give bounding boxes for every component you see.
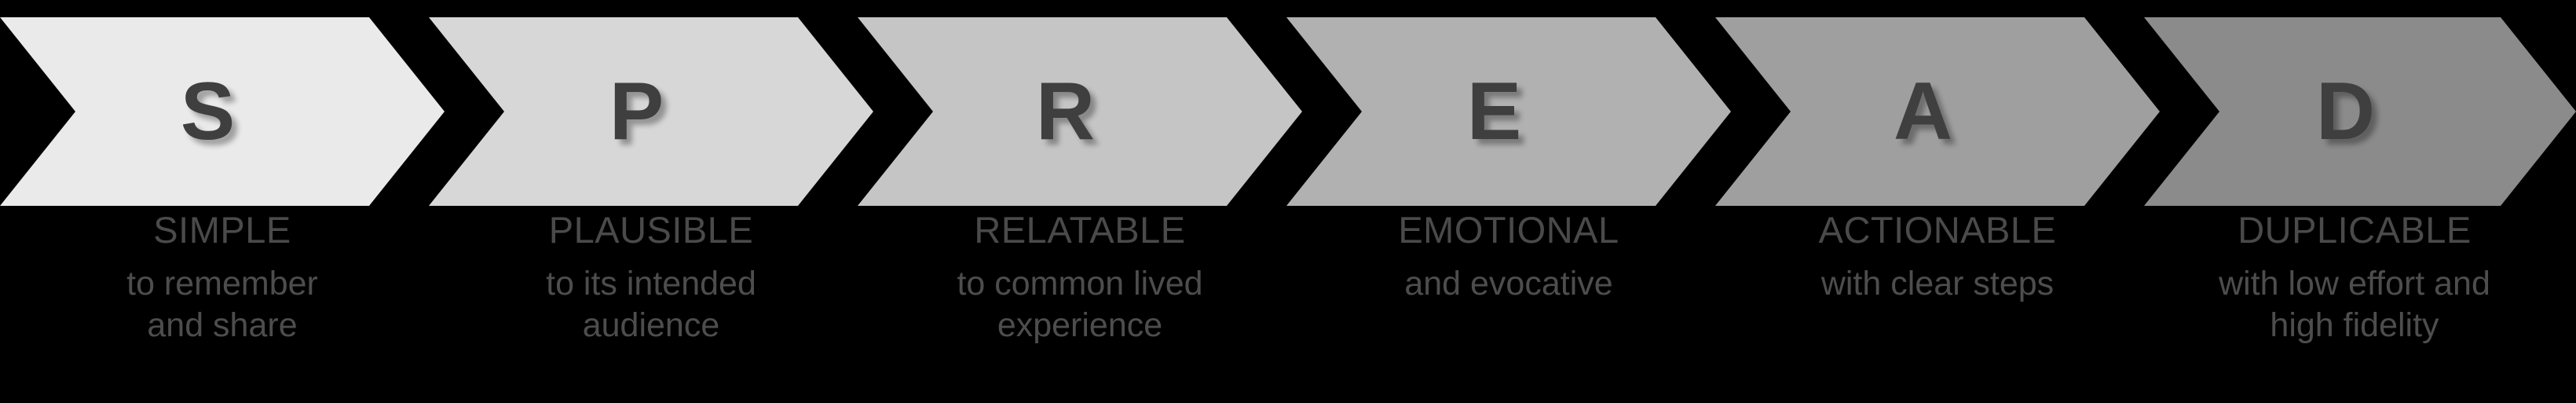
caption-block-relatable: RELATABLE to common lived experience [858,211,1302,346]
caption-title-emotional: EMOTIONAL [1398,209,1619,251]
caption-title-plausible: PLAUSIBLE [548,209,754,251]
caption-title-relatable: RELATABLE [974,209,1186,251]
caption-sub-line: high fidelity [2270,306,2439,344]
caption-sub-emotional: and evocative [1286,263,1731,304]
chevron-step-d[interactable]: D [2144,17,2576,206]
chevron-letter-d: D [2315,66,2377,157]
chevron-step-r[interactable]: R [858,17,1302,206]
caption-sub-plausible: to its intended audience [429,263,873,346]
caption-sub-actionable: with clear steps [1715,263,2160,304]
chevron-letter-p: P [609,66,665,157]
caption-row: SIMPLE to remember and share PLAUSIBLE t… [0,211,2576,403]
caption-block-simple: SIMPLE to remember and share [0,211,445,346]
chevron-band: S P R E A D [0,17,2576,206]
caption-sub-line: to remember [126,265,318,303]
chevron-letter-r: R [1035,66,1096,157]
caption-block-emotional: EMOTIONAL and evocative [1286,211,1731,305]
chevron-step-a[interactable]: A [1715,17,2160,206]
caption-title-duplicable: DUPLICABLE [2238,209,2472,251]
caption-sub-line: with low effort and [2219,265,2490,303]
caption-sub-line: audience [582,306,720,344]
chevron-letter-s: S [180,66,236,157]
caption-block-actionable: ACTIONABLE with clear steps [1715,211,2160,305]
chevron-step-e[interactable]: E [1286,17,1731,206]
caption-block-duplicable: DUPLICABLE with low effort and high fide… [2133,211,2576,346]
caption-sub-line: and share [147,306,298,344]
caption-title-simple: SIMPLE [153,209,291,251]
caption-sub-simple: to remember and share [0,263,445,346]
chevron-step-p[interactable]: P [429,17,873,206]
caption-sub-line: and evocative [1404,265,1613,303]
caption-sub-relatable: to common lived experience [858,263,1302,346]
caption-sub-line: to its intended [546,265,756,303]
chevron-letter-e: E [1466,66,1523,157]
caption-sub-line: with clear steps [1820,265,2055,303]
caption-sub-line: to common lived [957,265,1203,303]
chevron-step-s[interactable]: S [0,17,445,206]
caption-sub-line: experience [997,306,1163,344]
caption-block-plausible: PLAUSIBLE to its intended audience [429,211,873,346]
chevron-letter-a: A [1893,66,1954,157]
caption-sub-duplicable: with low effort and high fidelity [2133,263,2576,346]
caption-title-actionable: ACTIONABLE [1818,209,2057,251]
